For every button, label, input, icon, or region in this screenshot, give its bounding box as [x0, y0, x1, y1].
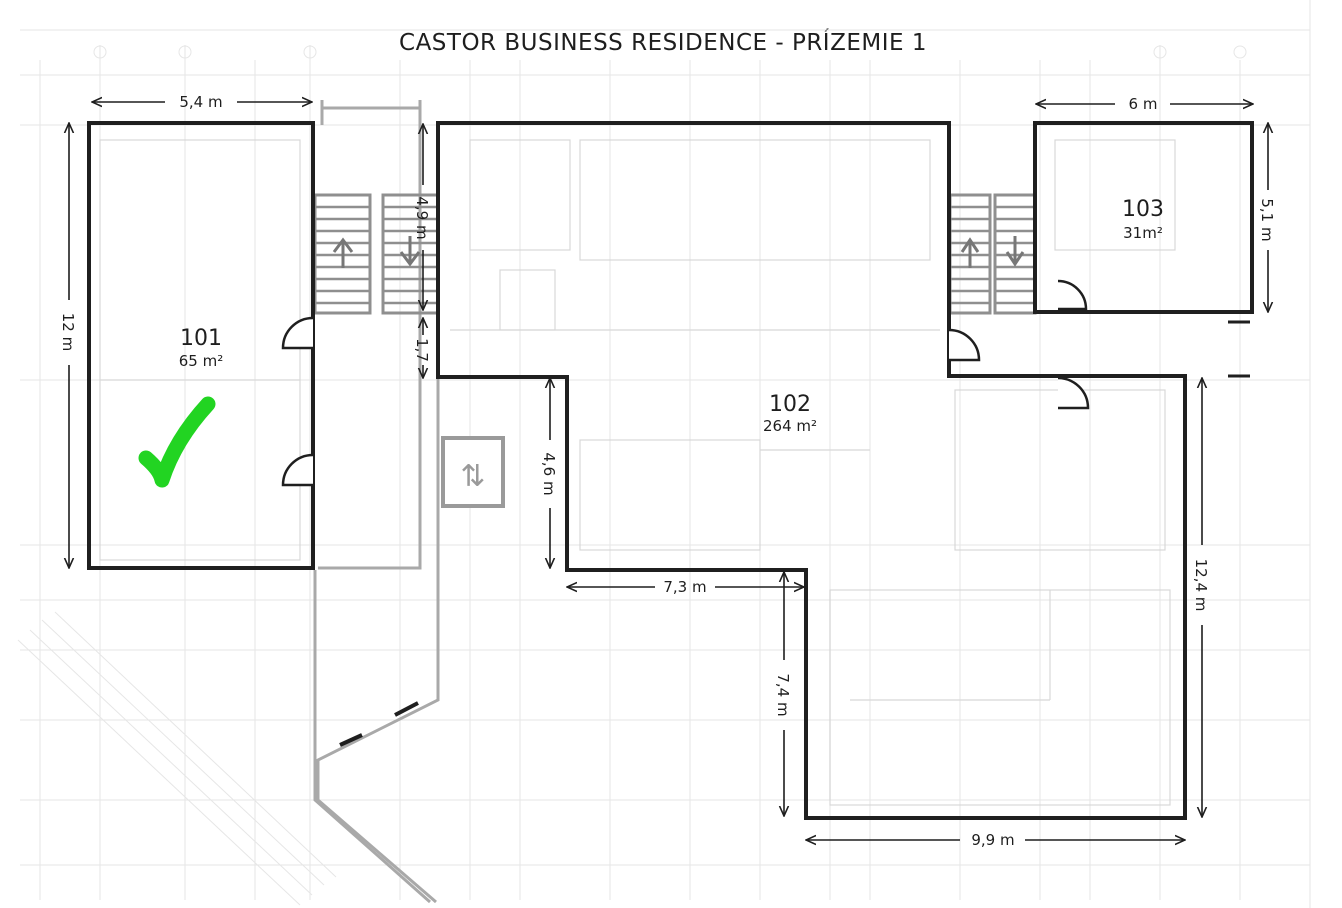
- room-outlines: [87, 121, 1254, 820]
- doors: [281, 279, 1250, 487]
- room-103-area: 31m²: [1123, 224, 1163, 242]
- room-102-number: 102: [769, 392, 811, 417]
- dim-102-inner: 4,6 m: [540, 452, 558, 495]
- dimension-lines: [69, 102, 1268, 840]
- background-grid: [17, 0, 1311, 908]
- room-103-outline: [1033, 121, 1254, 314]
- dim-stair-left: 4,9 m: [413, 196, 431, 239]
- dim-102-step: 7,3 m: [663, 578, 706, 596]
- dim-102-bottom: 9,9 m: [971, 831, 1014, 849]
- dim-103-height: 5,1 m: [1258, 198, 1276, 241]
- green-checkmark-icon: [138, 396, 216, 488]
- room-102-outline: [436, 121, 1187, 820]
- room-103-number: 103: [1122, 197, 1164, 222]
- staircase-right: [948, 193, 1037, 315]
- up-down-arrows-icon: ⇅: [460, 459, 485, 494]
- dim-101-height: 12 m: [59, 313, 77, 351]
- room-102-area: 264 m²: [763, 417, 817, 435]
- room-101-number: 101: [180, 326, 222, 351]
- corridor-walls: [313, 100, 440, 904]
- dim-101-width: 5,4 m: [179, 93, 222, 111]
- plan-title: CASTOR BUSINESS RESIDENCE - PRÍZEMIE 1: [399, 30, 927, 56]
- dim-gap: 1,7: [413, 338, 431, 362]
- elevator: ⇅: [441, 436, 505, 508]
- dim-102-right: 12,4 m: [1192, 559, 1210, 612]
- room-101-area: 65 m²: [179, 352, 223, 370]
- room-101-outline: [87, 121, 315, 570]
- dim-103-width: 6 m: [1129, 95, 1158, 113]
- dim-102-lower: 7,4 m: [774, 673, 792, 716]
